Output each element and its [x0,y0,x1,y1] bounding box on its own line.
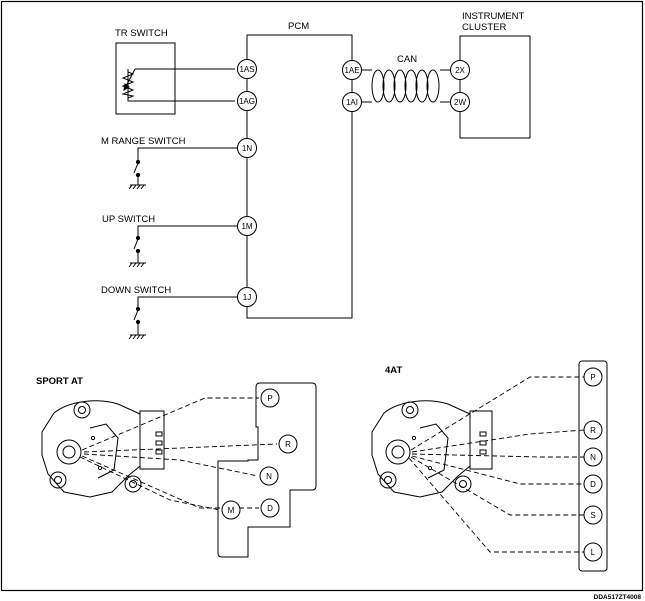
terminal-1m: 1M [237,216,257,236]
svg-text:1AI: 1AI [346,98,358,107]
four-at-pos-p: P [583,367,603,387]
tr-switch-label: TR SWITCH [115,28,168,39]
pcm-label: PCM [288,21,309,32]
can-label: CAN [397,54,417,65]
sport-at-connector-outline [217,382,317,558]
four-at-pos-n: N [583,447,603,467]
svg-text:2X: 2X [455,66,465,75]
svg-text:S: S [590,511,595,520]
four-at-connector-outline [578,360,608,572]
terminal-1ae: 1AE [342,60,362,80]
four-at-pos-d: D [583,474,603,494]
svg-text:P: P [267,394,272,403]
svg-text:L: L [591,548,596,557]
svg-text:M: M [228,506,235,515]
figure-code: DDA517ZT4008 [594,594,642,601]
four-at-pos-l: L [583,542,603,562]
four-at-pos-s: S [583,505,603,525]
m-range-switch-symbol [128,147,237,190]
svg-text:1M: 1M [241,222,252,231]
four-at-pos-r: R [583,420,603,440]
svg-text:R: R [590,426,596,435]
svg-text:1N: 1N [242,144,252,153]
terminal-2w: 2W [450,92,470,112]
terminal-1j: 1J [237,287,257,307]
svg-text:N: N [266,472,272,481]
terminal-1n: 1N [237,138,257,158]
sport-at-pos-n: N [259,466,279,486]
sport-at-pos-d: D [260,498,280,518]
sport-at-switch-body [41,400,165,498]
sport-at-pos-r: R [278,434,298,454]
svg-text:2W: 2W [454,98,466,107]
terminal-1ag: 1AG [237,91,257,111]
sport-at-fan-lines [79,397,278,511]
terminal-1ai: 1AI [342,92,362,112]
svg-text:D: D [590,480,596,489]
four-at-fan-lines [408,376,585,553]
svg-text:P: P [590,373,595,382]
sport-at-pos-p: P [260,388,280,408]
svg-text:R: R [285,440,291,449]
four-at-label: 4AT [385,365,402,376]
instrument-cluster-label-1: INSTRUMENT [462,11,524,22]
can-twisted-pair [361,69,451,103]
sport-at-label: SPORT AT [36,376,83,387]
svg-text:1J: 1J [243,293,251,302]
potentiometer-symbol [121,68,235,102]
tr-switch-box [115,42,176,115]
pcm-box [246,34,353,319]
svg-text:D: D [267,504,273,513]
m-range-switch-label: M RANGE SWITCH [101,136,186,147]
svg-text:1AS: 1AS [239,65,254,74]
up-switch-label: UP SWITCH [102,214,155,225]
svg-text:N: N [590,453,596,462]
instrument-cluster-label-2: CLUSTER [462,22,506,33]
terminal-1as: 1AS [237,59,257,79]
down-switch-label: DOWN SWITCH [101,285,171,296]
up-switch-symbol [128,225,237,268]
sport-at-pos-m: M [221,500,241,520]
svg-text:1AE: 1AE [344,66,359,75]
instrument-cluster-box [459,35,531,139]
terminal-2x: 2X [450,60,470,80]
down-switch-symbol [128,296,237,340]
svg-text:1AG: 1AG [239,97,255,106]
